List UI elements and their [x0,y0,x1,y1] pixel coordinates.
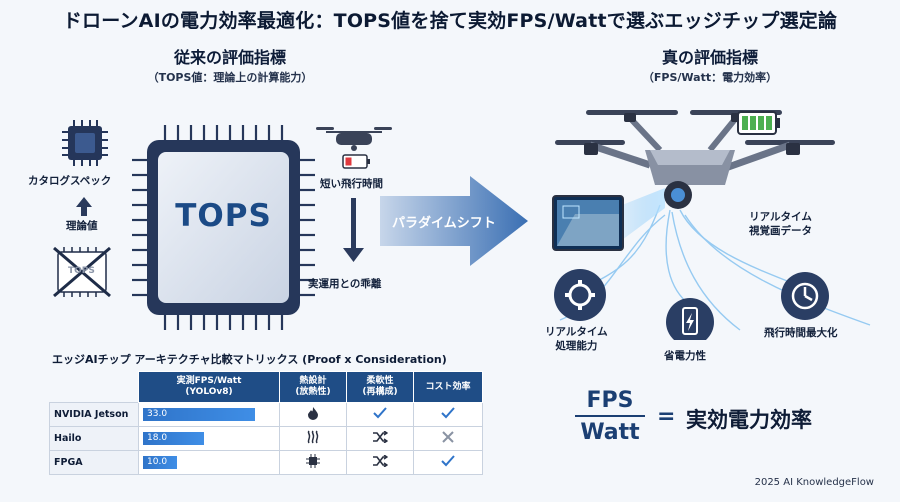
low-battery-icon [342,154,370,169]
down-arrow-icon [343,198,364,262]
table-title: エッジAIチップ アーキテクチャ比較マトリックス (Proof x Consid… [52,353,447,366]
camera-beam [622,188,665,240]
fps-cell: 10.0 [138,450,280,475]
left-heading: 従来の評価指標 [173,48,286,67]
thermal-cell [279,426,347,451]
short-flight-label: 短い飛行時間 [320,178,383,190]
tops-chip-label: TOPS [175,198,272,234]
formula-denominator: Watt [580,420,640,445]
comparison-table: 実測FPS/Watt (YOLOv8) 熱設計 (放熱性) 柔軟性 (再構成) … [49,371,483,475]
tops-chip-icon [132,125,315,330]
cross-icon [442,431,454,446]
chip-name: Hailo [49,426,139,451]
full-battery-icon [737,111,780,135]
fps-bar: 10.0 [143,456,177,469]
crossed-tops-chip-icon [53,246,111,298]
check-icon [441,407,455,422]
realtime-processing-label: リアルタイム 処理能力 [545,326,608,352]
formula-equals: = [657,404,676,429]
flight-max-label: 飛行時間最大化 [764,327,838,339]
check-icon [441,455,455,470]
power-saving-label: 省電力性 [664,350,706,362]
table-row: FPGA 10.0 [49,450,483,475]
realtime-visual-label: リアルタイム 視覚画データ [749,211,812,237]
crossed-tops-label: TOPS [68,266,95,276]
flame-icon [307,407,319,423]
header-flex: 柔軟性 (再構成) [346,371,414,403]
chip-name: NVIDIA Jetson [49,402,139,427]
right-subheading: （FPS/Watt：電力効率） [642,71,778,84]
chip-name: FPGA [49,450,139,475]
paradigm-shift-label: パラダイムシフト [392,216,496,231]
header-cost: コスト効率 [413,371,483,403]
small-drone-icon [316,127,392,151]
header-fps: 実測FPS/Watt (YOLOv8) [138,371,280,403]
paradigm-shift-arrow [380,176,528,266]
right-header: 真の評価指標 （FPS/Watt：電力効率） [600,44,820,85]
cost-cell [413,450,483,475]
flight-time-clock-icon [781,272,829,320]
table-row: Hailo 18.0 [49,426,483,451]
up-arrow-icon [76,197,92,216]
thermal-cell [279,402,347,427]
right-heading: 真の評価指標 [661,48,758,67]
power-saving-battery-icon [666,298,714,340]
fps-bar-track: 33.0 [143,408,255,421]
fps-bar-track: 10.0 [143,456,255,469]
fps-watt-formula: FPS Watt [575,388,645,445]
table-row: NVIDIA Jetson 33.0 [49,402,483,427]
gap-label: 実運用との乖離 [308,278,382,290]
left-subheading: （TOPS値：理論上の計算能力） [147,71,313,84]
fps-bar: 33.0 [143,408,255,421]
check-icon [373,407,387,422]
drone-icon [555,110,835,209]
fps-cell: 33.0 [138,402,280,427]
fps-cell: 18.0 [138,426,280,451]
cost-cell [413,426,483,451]
fps-bar: 18.0 [143,432,205,445]
diagram-illustration [53,110,871,340]
formula-meaning: 実効電力効率 [686,408,812,432]
thermal-cell [279,450,347,475]
flex-cell [346,402,414,427]
flex-cell [346,450,414,475]
header-thermal: 熱設計 (放熱性) [279,371,347,403]
heat-icon [306,430,320,447]
shuffle-icon [372,430,389,446]
chip-icon [306,454,320,471]
header-empty [50,372,139,403]
fps-bar-track: 18.0 [143,432,255,445]
footer-credit: 2025 AI KnowledgeFlow [754,477,874,488]
visual-data-screen-icon [552,195,624,251]
cost-cell [413,402,483,427]
catalog-spec-label: カタログスペック [28,175,112,187]
page-title: ドローンAIの電力効率最適化：TOPS値を捨て実効FPS/Wattで選ぶエッジチ… [62,10,838,32]
formula-numerator: FPS [575,388,645,417]
left-header: 従来の評価指標 （TOPS値：理論上の計算能力） [120,44,340,85]
gear-processing-icon [554,269,606,321]
catalog-chip-icon [62,120,108,166]
flex-cell [346,426,414,451]
theory-value-label: 理論値 [66,220,98,232]
table-header-row: 実測FPS/Watt (YOLOv8) 熱設計 (放熱性) 柔軟性 (再構成) … [50,371,483,403]
shuffle-icon [372,454,389,470]
